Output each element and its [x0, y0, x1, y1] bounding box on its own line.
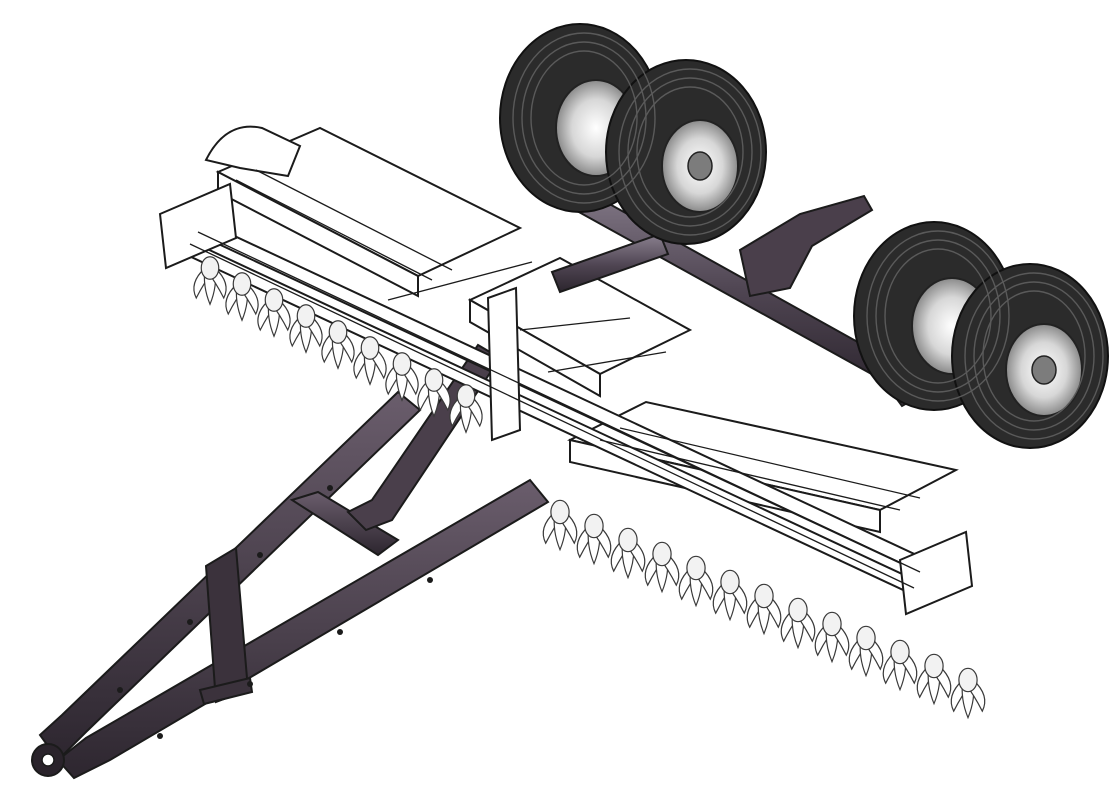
- frame-detail-lines: [189, 169, 921, 589]
- tine-icon: [576, 513, 612, 566]
- frame-rear-cap: [204, 125, 302, 178]
- axle-mount-plate: [738, 194, 874, 298]
- tread-groove: [521, 41, 647, 195]
- tread-groove: [973, 281, 1095, 431]
- tine-icon: [712, 569, 748, 622]
- tine-icon: [780, 597, 816, 650]
- tine-icon: [193, 256, 227, 306]
- tine-row-rear: [193, 256, 483, 434]
- tine-icon: [542, 499, 578, 552]
- tine-icon: [417, 368, 451, 418]
- axle-ram: [550, 232, 670, 294]
- tine-icon: [882, 639, 918, 692]
- tine-icon: [449, 384, 483, 434]
- drawbar-bolts: [117, 485, 433, 739]
- frame-mast: [486, 286, 522, 442]
- hitch-icon: [31, 743, 65, 777]
- tread-groove: [636, 86, 744, 218]
- tread-groove: [866, 230, 1010, 402]
- tread-groove: [618, 68, 762, 236]
- tread-groove: [875, 239, 1001, 393]
- frame-endplate-right: [898, 530, 974, 616]
- tine-icon: [225, 272, 259, 322]
- main-frame: [158, 125, 974, 616]
- tine-icon: [814, 611, 850, 664]
- tine-icon: [678, 555, 714, 608]
- tine-icon: [321, 320, 355, 370]
- frame-deck-rear-side: [217, 170, 419, 298]
- drawbar-right-arm: [56, 478, 550, 780]
- tine-icon: [950, 667, 986, 720]
- tine-icon: [257, 288, 291, 338]
- tine-icon: [610, 527, 646, 580]
- tread-groove: [530, 50, 638, 186]
- tire-tread: [512, 32, 1104, 440]
- tread-groove: [982, 290, 1086, 422]
- tine-row-front: [542, 499, 986, 720]
- tine-icon: [644, 541, 680, 594]
- tine-icon: [746, 583, 782, 636]
- tread-groove: [512, 32, 656, 204]
- tine-icon: [916, 653, 952, 706]
- wheel-icon: [605, 59, 767, 245]
- tine-icon: [385, 352, 419, 402]
- drawbar-crossbar: [289, 490, 400, 557]
- tine-icon: [848, 625, 884, 678]
- frame-endplate-left: [158, 182, 238, 270]
- tine-icon: [289, 304, 323, 354]
- jack-foot: [198, 676, 254, 706]
- tread-groove: [627, 77, 753, 227]
- tread-groove: [964, 272, 1104, 440]
- tine-icon: [353, 336, 387, 386]
- tread-groove: [884, 248, 992, 384]
